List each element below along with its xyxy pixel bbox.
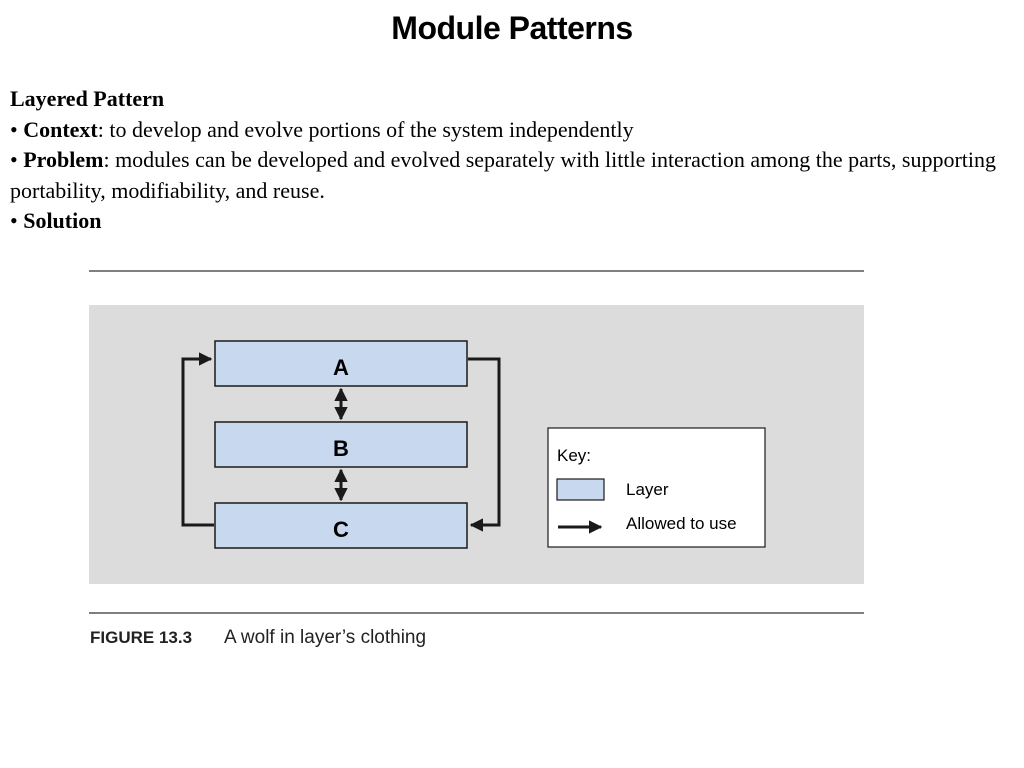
- key-layer-label: Layer: [626, 480, 669, 499]
- layer-a-label: A: [333, 355, 349, 380]
- problem-text: : modules can be developed and evolved s…: [10, 147, 997, 203]
- solution-label: Solution: [23, 208, 102, 233]
- bullet-solution: • Solution: [10, 208, 102, 233]
- layer-c-label: C: [333, 517, 349, 542]
- key-layer-swatch: [556, 478, 605, 501]
- layer-a-box: [214, 340, 468, 387]
- slide-title: Module Patterns: [391, 10, 633, 46]
- bullet-problem: • Problem: modules can be developed and …: [10, 147, 997, 203]
- arrow-a-to-c: [468, 357, 501, 532]
- problem-label: Problem: [23, 147, 104, 172]
- key-arrow-label: Allowed to use: [626, 514, 737, 533]
- context-text: : to develop and evolve portions of the …: [97, 116, 634, 142]
- context-label: Context: [23, 116, 98, 142]
- pattern-heading: Layered Pattern: [10, 86, 165, 111]
- key-title: Key:: [557, 446, 591, 465]
- layer-b-box: [214, 421, 468, 468]
- layer-b-label: B: [333, 436, 349, 461]
- arrow-c-to-a: [181, 352, 214, 527]
- slide-body: Layered Pattern • Context: to develop an…: [10, 84, 1010, 237]
- figure-caption-number: FIGURE 13.3: [90, 628, 192, 647]
- layer-c-box: [214, 502, 468, 549]
- bullet-context: • Context: to develop and evolve portion…: [10, 116, 634, 142]
- figure-caption-text: A wolf in layer’s clothing: [224, 627, 426, 648]
